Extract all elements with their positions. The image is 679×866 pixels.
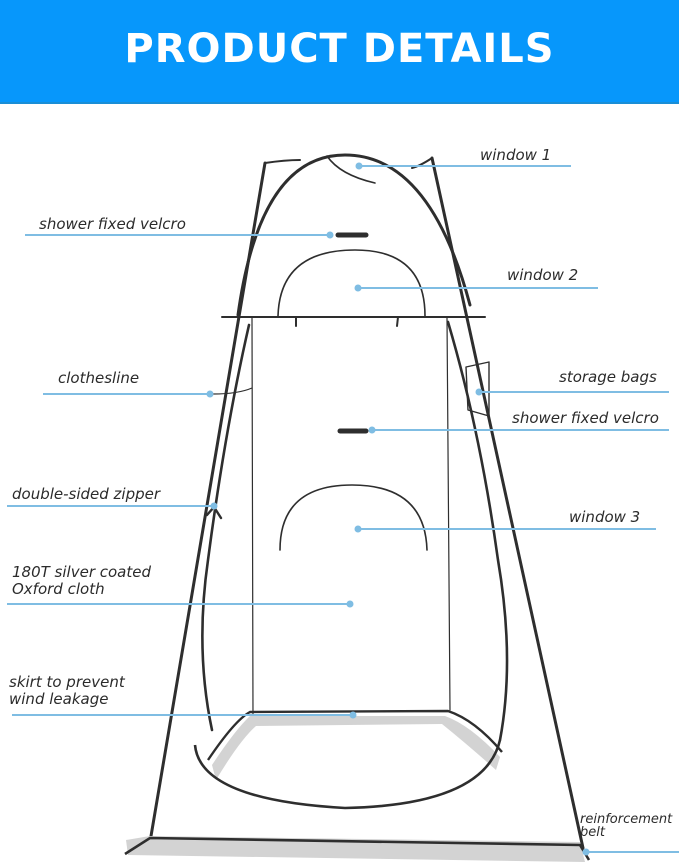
label-window-1: window 1 bbox=[480, 146, 552, 164]
side-panel-right bbox=[446, 320, 509, 742]
window-2-outline bbox=[277, 249, 426, 317]
door-bottom-curve bbox=[193, 739, 502, 810]
label-oxford-cloth-line-1: 180T silver coated bbox=[12, 563, 151, 581]
label-skirt-line-2: wind leakage bbox=[9, 690, 109, 708]
label-skirt-line-1: skirt to prevent bbox=[9, 673, 125, 691]
door-left-edge bbox=[251, 317, 254, 719]
label-reinforcement-belt-line-1: reinforcement bbox=[580, 812, 673, 827]
window-1-outline bbox=[326, 155, 376, 184]
label-shower-fixed-velcro-middle: shower fixed velcro bbox=[512, 409, 659, 427]
door-right-edge bbox=[446, 317, 451, 711]
tent-drawing bbox=[148, 153, 585, 850]
clothesline-cord bbox=[212, 387, 253, 395]
tent-dome bbox=[236, 153, 472, 317]
side-panel-left bbox=[201, 323, 251, 732]
label-double-sided-zipper: double-sided zipper bbox=[12, 485, 161, 503]
header-banner: PRODUCT DETAILS bbox=[0, 0, 679, 104]
label-shower-fixed-velcro-top: shower fixed velcro bbox=[39, 215, 186, 233]
label-clothesline: clothesline bbox=[58, 369, 140, 387]
label-oxford-cloth-line-2: Oxford cloth bbox=[12, 580, 105, 598]
skirt-band bbox=[212, 716, 500, 780]
tent-right-pole bbox=[430, 156, 585, 850]
storage-bag-outline bbox=[465, 361, 490, 417]
label-storage-bags: storage bags bbox=[559, 368, 657, 386]
label-reinforcement-belt-line-2: belt bbox=[580, 825, 605, 840]
label-window-2: window 2 bbox=[507, 266, 579, 284]
label-window-3: window 3 bbox=[569, 508, 641, 526]
leader-lines bbox=[7, 162, 679, 856]
window-3-outline bbox=[279, 484, 428, 551]
page-title: PRODUCT DETAILS bbox=[124, 26, 555, 72]
